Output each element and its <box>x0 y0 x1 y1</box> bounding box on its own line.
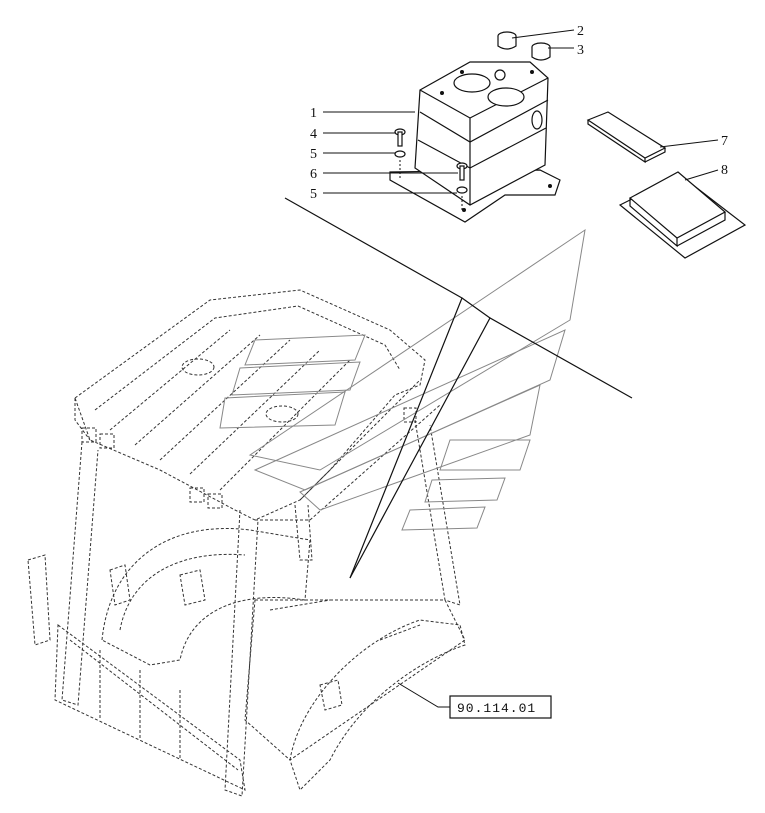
cab-roof <box>74 289 426 521</box>
assembly-lines <box>284 197 633 579</box>
cab-phantom-outline <box>27 289 466 797</box>
callout-3: 3 <box>577 43 584 58</box>
callout-5-lower: 5 <box>310 187 317 202</box>
plug-2 <box>497 31 517 50</box>
callout-4: 4 <box>310 127 317 142</box>
callout-leaders <box>323 29 719 708</box>
bolt-6 <box>456 162 468 181</box>
callout-8: 8 <box>721 163 728 178</box>
callout-2: 2 <box>577 24 584 39</box>
watermark-logo <box>219 228 586 531</box>
console-housing <box>389 61 561 223</box>
reference-label: 90.114.01 <box>457 701 536 716</box>
callout-1: 1 <box>310 106 317 121</box>
callout-5-upper: 5 <box>310 147 317 162</box>
reference-box: 90.114.01 <box>449 695 552 719</box>
washer-5b <box>456 186 468 194</box>
plug-3 <box>531 42 551 61</box>
washer-5a <box>394 150 406 158</box>
bolt-4 <box>394 128 406 147</box>
callout-7: 7 <box>721 134 728 149</box>
cover-panel-8 <box>618 171 747 259</box>
callout-6: 6 <box>310 167 317 182</box>
seal-strip-7 <box>586 111 667 164</box>
